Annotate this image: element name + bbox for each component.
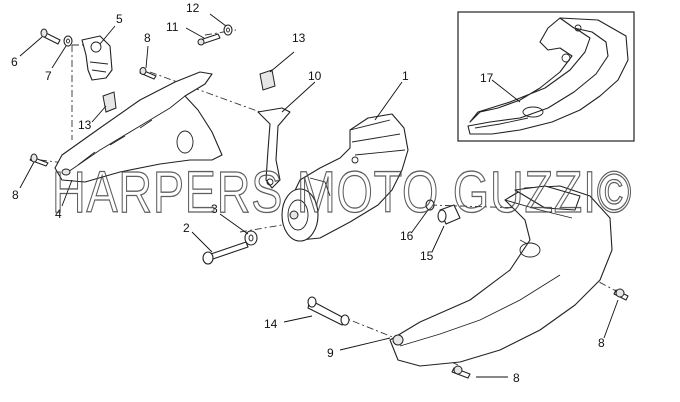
callout-16: 16: [400, 229, 414, 243]
callout-3: 3: [211, 202, 218, 216]
part-16-washer: [425, 199, 435, 211]
callout-8-bottom: 8: [513, 371, 520, 385]
part-14-spacer: [307, 296, 350, 326]
leader-lines: [19, 13, 619, 378]
callout-13-left: 13: [78, 118, 92, 132]
callout-5: 5: [116, 12, 123, 26]
part-13-clip-left: [102, 91, 117, 113]
inset-detail-box: [457, 11, 635, 142]
part-8-screw-bottom: [451, 365, 471, 379]
callout-2: 2: [183, 221, 190, 235]
part-3-washer: [244, 230, 258, 246]
part-1-starter-motor: [281, 113, 409, 242]
part-10-bracket: [257, 107, 291, 189]
callout-7: 7: [45, 69, 52, 83]
callout-13-top: 13: [292, 31, 306, 45]
callout-4: 4: [55, 207, 62, 221]
part-11-screw: [197, 33, 221, 46]
callout-1: 1: [402, 69, 409, 83]
callout-8-right: 8: [598, 336, 605, 350]
part-8-screw-right: [613, 288, 629, 301]
part-15-spacer: [437, 204, 461, 225]
callout-14: 14: [264, 317, 278, 331]
callout-15: 15: [420, 249, 434, 263]
part-13-clip-right: [259, 69, 276, 91]
part-8-screw-left: [29, 153, 49, 167]
part-4-side-cover: [54, 71, 223, 183]
part-9-lower-cover: [389, 185, 613, 367]
callout-17: 17: [480, 71, 494, 85]
callout-8-left: 8: [12, 188, 19, 202]
part-17-inner-cover: [467, 17, 629, 135]
part-12-washer: [223, 24, 233, 36]
callout-8-top: 8: [144, 31, 151, 45]
callout-12: 12: [186, 1, 200, 15]
part-2-bolt: [202, 241, 249, 265]
part-6-screw: [40, 28, 61, 45]
callout-10: 10: [308, 69, 322, 83]
part-5-bracket: [81, 35, 113, 81]
callout-labels: 1 2 3 4 5 6 7 8 8 8 8 9 10 11 12 13 13 1…: [11, 1, 605, 385]
part-7-washer: [63, 35, 73, 47]
part-8-screw-top: [139, 67, 157, 80]
callout-9: 9: [327, 346, 334, 360]
callout-11: 11: [166, 20, 179, 34]
callout-6: 6: [11, 55, 18, 69]
watermark: HARPERS MOTO GUZZI©: [52, 160, 632, 225]
